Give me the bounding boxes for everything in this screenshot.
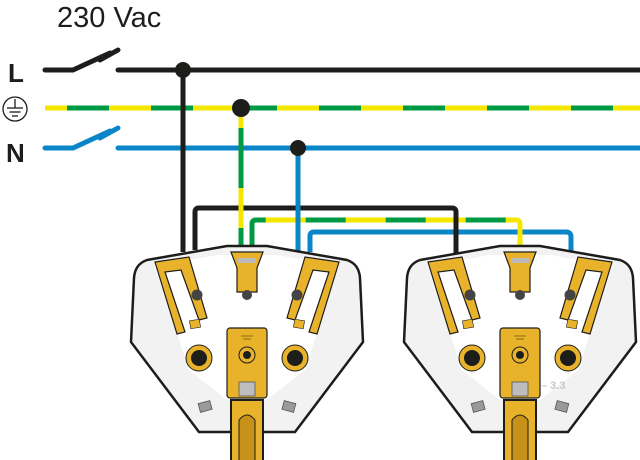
live-label: L (8, 58, 24, 88)
loop-wire-live (192, 205, 459, 255)
neutral-junction (290, 140, 306, 156)
live-junction (175, 62, 191, 78)
voltage-label: 230 Vac (57, 2, 161, 34)
neutral-switch (42, 125, 121, 151)
socket-1 (129, 244, 365, 460)
loop-wire-neutral (307, 229, 574, 258)
socket-marking: – 3.3 (541, 380, 565, 392)
loop-wire-earth-stripe (249, 217, 523, 248)
earth-junction (232, 99, 250, 117)
neutral-label: N (6, 138, 25, 168)
earth-ground-icon (2, 96, 28, 122)
socket-2 (402, 244, 638, 460)
live-switch (42, 47, 121, 73)
